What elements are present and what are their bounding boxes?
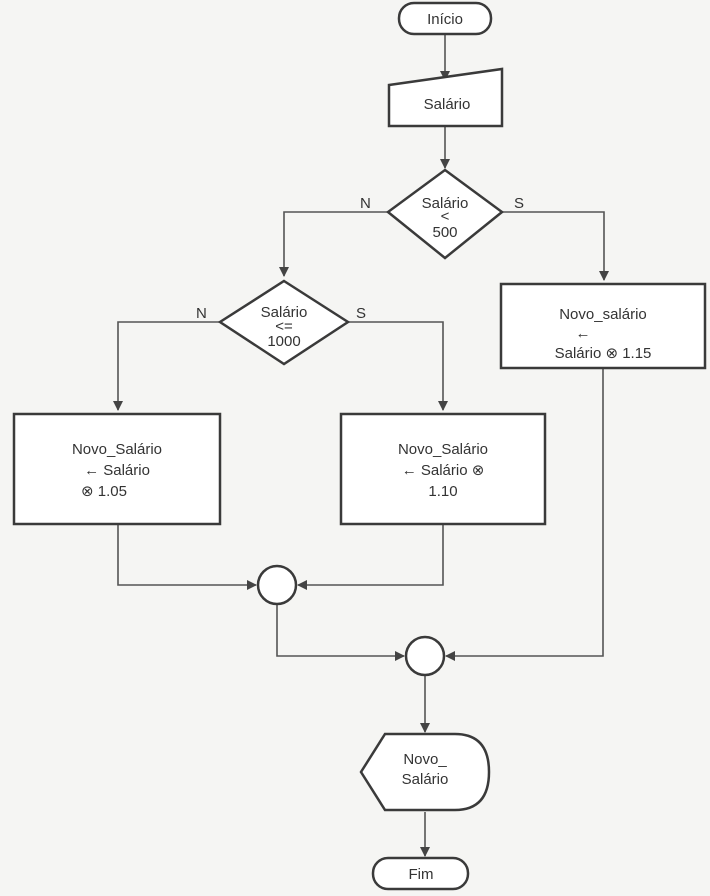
- process-left-line1: Novo_Salário: [72, 441, 162, 458]
- process-middle-line1: Novo_Salário: [398, 441, 488, 458]
- process-left-line3: ⊗ 1.05: [81, 483, 127, 500]
- process-middle-line2: ← Salário ⊗: [402, 462, 485, 479]
- connectors: [113, 34, 609, 857]
- process-novo-salario-105: Novo_Salário ← Salário ⊗ 1.05: [12, 412, 222, 526]
- process-middle-line3: 1.10: [428, 483, 457, 500]
- decision1-no-label: N: [360, 195, 371, 212]
- output-line2: Salário: [402, 771, 449, 788]
- input-salario: Salário: [387, 67, 504, 128]
- decision2-line3: 1000: [267, 333, 300, 350]
- decision1-yes-label: S: [514, 195, 524, 212]
- output-line1: Novo_: [403, 751, 447, 768]
- process-novo-salario-115: Novo_salário ← Salário ⊗ 1.15: [499, 282, 707, 370]
- start-label: Início: [427, 11, 463, 28]
- input-label: Salário: [424, 96, 471, 113]
- decision2-line1: Salário: [261, 304, 308, 321]
- edge-middle-to-join1: [297, 525, 444, 590]
- end-label: Fim: [409, 866, 434, 883]
- start-terminator: Início: [397, 1, 493, 36]
- process-novo-salario-110: Novo_Salário ← Salário ⊗ 1.10: [339, 412, 547, 526]
- junction-circle-1: [256, 564, 298, 606]
- decision2-no-label: N: [196, 305, 207, 322]
- decision-salario-lt-500: Salário < 500: [385, 168, 505, 260]
- decision2-yes-label: S: [356, 305, 366, 322]
- edge-left-to-join1: [117, 525, 257, 590]
- decision1-line1: Salário: [422, 195, 469, 212]
- edge-join1-to-join2: [276, 605, 405, 661]
- decision-salario-le-1000: Salário <= 1000: [217, 279, 351, 366]
- end-terminator: Fim: [371, 856, 470, 891]
- process-right-line1: Novo_salário: [559, 306, 647, 323]
- process-right-line3: Salário ⊗ 1.15: [555, 345, 652, 362]
- edge-decision2-yes: [348, 321, 448, 411]
- process-right-line2: ←: [576, 325, 591, 342]
- edge-right-to-join2: [445, 368, 604, 661]
- decision1-line3: 500: [432, 224, 457, 241]
- decision1-line2: <: [441, 208, 450, 225]
- edge-decision1-yes: [502, 211, 609, 281]
- process-left-line2: ← Salário: [84, 462, 150, 479]
- output-display: Novo_ Salário: [359, 732, 491, 812]
- edge-decision1-no: [279, 211, 388, 277]
- junction-circle-2: [404, 635, 446, 677]
- decision2-line2: <=: [275, 318, 293, 335]
- edge-decision2-no: [113, 321, 220, 411]
